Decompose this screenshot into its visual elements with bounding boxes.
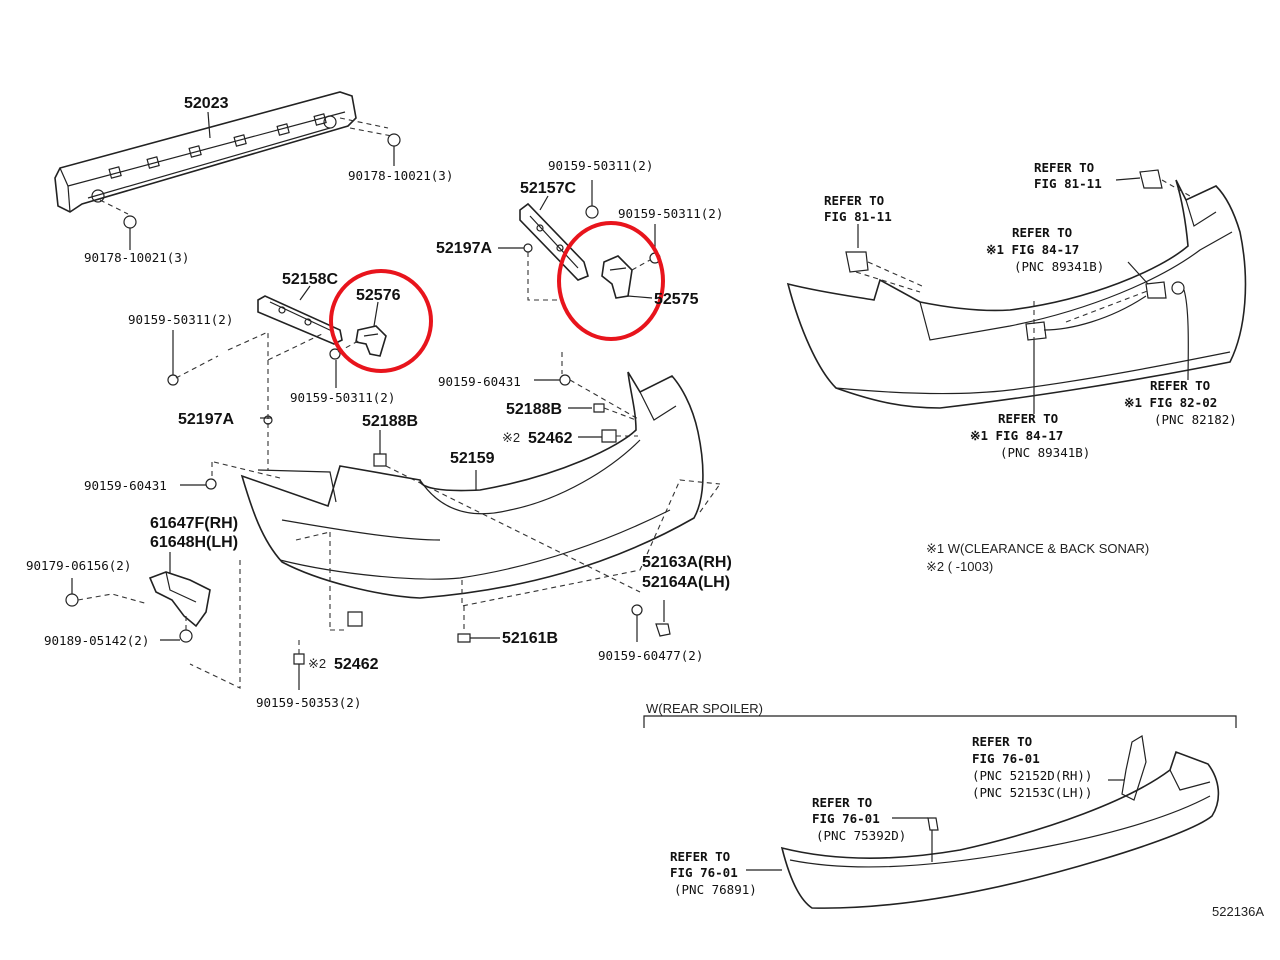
svg-text:(PNC 76891): (PNC 76891) [674, 882, 757, 897]
svg-text:※1 FIG 84-17: ※1 FIG 84-17 [986, 242, 1079, 257]
label-52575: 52575 [654, 291, 699, 308]
label-90159-60431-right: 90159-60431 [438, 374, 521, 389]
label-61647f: 61647F(RH) [150, 515, 238, 532]
bracket-52575-drawing [601, 255, 633, 299]
label-52163a: 52163A(RH) [642, 554, 732, 571]
svg-text:REFER TO: REFER TO [998, 411, 1058, 426]
bumper-cover-drawing [240, 371, 704, 599]
svg-text:REFER TO: REFER TO [1034, 160, 1094, 175]
svg-text:REFER TO: REFER TO [670, 849, 730, 864]
refer-block-fig84-17-upper: REFER TO ※1 FIG 84-17 (PNC 89341B) [986, 225, 1104, 274]
svg-text:REFER TO: REFER TO [1150, 378, 1210, 393]
label-52023: 52023 [184, 95, 229, 112]
svg-text:REFER TO: REFER TO [972, 734, 1032, 749]
retainer-52157c-drawing [519, 202, 589, 281]
svg-text:(PNC 52153C(LH)): (PNC 52153C(LH)) [972, 785, 1092, 800]
refer-block-fig76-01-spoiler: REFER TO FIG 76-01 (PNC 76891) [670, 849, 757, 897]
mark-2-right: ※2 [502, 430, 520, 445]
label-90159-50353: 90159-50353(2) [256, 695, 361, 710]
diagram-id: 522136A [1212, 904, 1264, 919]
note-2: ※2 ( -1003) [926, 559, 993, 574]
label-90178-10021-a: 90178-10021(3) [348, 168, 453, 183]
label-90189-05142: 90189-05142(2) [44, 633, 149, 648]
svg-text:※1 FIG 82-02: ※1 FIG 82-02 [1124, 395, 1217, 410]
refer-block-fig81-11-top: REFER TO FIG 81-11 [1034, 160, 1102, 191]
label-52576: 52576 [356, 287, 401, 304]
svg-text:※1 FIG 84-17: ※1 FIG 84-17 [970, 428, 1063, 443]
svg-text:REFER TO: REFER TO [812, 795, 872, 810]
mark-2-left: ※2 [308, 656, 326, 671]
svg-text:FIG 81-11: FIG 81-11 [1034, 176, 1102, 191]
label-52188b-right: 52188B [506, 401, 562, 418]
svg-text:REFER TO: REFER TO [1012, 225, 1072, 240]
rear-spoiler-drawing [780, 750, 1220, 909]
label-90159-50311-mid: 90159-50311(2) [290, 390, 395, 405]
label-90159-60477: 90159-60477(2) [598, 648, 703, 663]
refer-block-fig76-01-spoiler-side: REFER TO FIG 76-01 (PNC 52152D(RH)) (PNC… [972, 734, 1092, 800]
side-bracket-61647f-drawing [148, 571, 211, 628]
sonar-bumper-drawing [786, 179, 1247, 409]
highlight-circle-52575 [557, 221, 665, 341]
label-90159-50311-top: 90159-50311(2) [548, 158, 653, 173]
label-52462-right: 52462 [528, 430, 573, 447]
label-61648h: 61648H(LH) [150, 534, 238, 551]
svg-text:REFER TO: REFER TO [824, 193, 884, 208]
label-52157c: 52157C [520, 180, 576, 197]
refer-block-fig76-01-clip: REFER TO FIG 76-01 (PNC 75392D) [812, 795, 906, 843]
svg-text:FIG 76-01: FIG 76-01 [670, 865, 738, 880]
label-90159-50311-left: 90159-50311(2) [128, 312, 233, 327]
retainer-52158c-drawing [257, 295, 343, 345]
label-90179-06156: 90179-06156(2) [26, 558, 131, 573]
spoiler-bracket-line [643, 715, 1237, 728]
label-52164a: 52164A(LH) [642, 574, 730, 591]
refer-block-fig81-11-left: REFER TO FIG 81-11 [824, 193, 892, 224]
svg-text:FIG 76-01: FIG 76-01 [812, 811, 880, 826]
svg-text:(PNC 52152D(RH)): (PNC 52152D(RH)) [972, 768, 1092, 783]
svg-text:(PNC 75392D): (PNC 75392D) [816, 828, 906, 843]
svg-text:FIG 81-11: FIG 81-11 [824, 209, 892, 224]
label-90178-10021-b: 90178-10021(3) [84, 250, 189, 265]
svg-text:FIG 76-01: FIG 76-01 [972, 751, 1040, 766]
label-90159-60431-left: 90159-60431 [84, 478, 167, 493]
svg-text:(PNC 89341B): (PNC 89341B) [1014, 259, 1104, 274]
label-52158c: 52158C [282, 271, 338, 288]
highlight-circle-52576 [329, 269, 433, 373]
bracket-52576-drawing [355, 325, 387, 357]
svg-text:(PNC 89341B): (PNC 89341B) [1000, 445, 1090, 460]
svg-text:(PNC 82182): (PNC 82182) [1154, 412, 1237, 427]
spoiler-title: W(REAR SPOILER) [646, 701, 763, 716]
label-52188b-left: 52188B [362, 413, 418, 430]
label-52161b: 52161B [502, 630, 558, 647]
bumper-reinforcement-drawing [54, 91, 357, 213]
refer-block-fig84-17-lower: REFER TO ※1 FIG 84-17 (PNC 89341B) [970, 411, 1090, 460]
label-52197a-left: 52197A [178, 411, 234, 428]
refer-block-fig82-02: REFER TO ※1 FIG 82-02 (PNC 82182) [1124, 378, 1237, 427]
note-1: ※1 W(CLEARANCE & BACK SONAR) [926, 541, 1149, 556]
label-52197a-right: 52197A [436, 240, 492, 257]
label-52462-left: 52462 [334, 656, 379, 673]
label-52159: 52159 [450, 450, 495, 467]
label-90159-50311-right: 90159-50311(2) [618, 206, 723, 221]
